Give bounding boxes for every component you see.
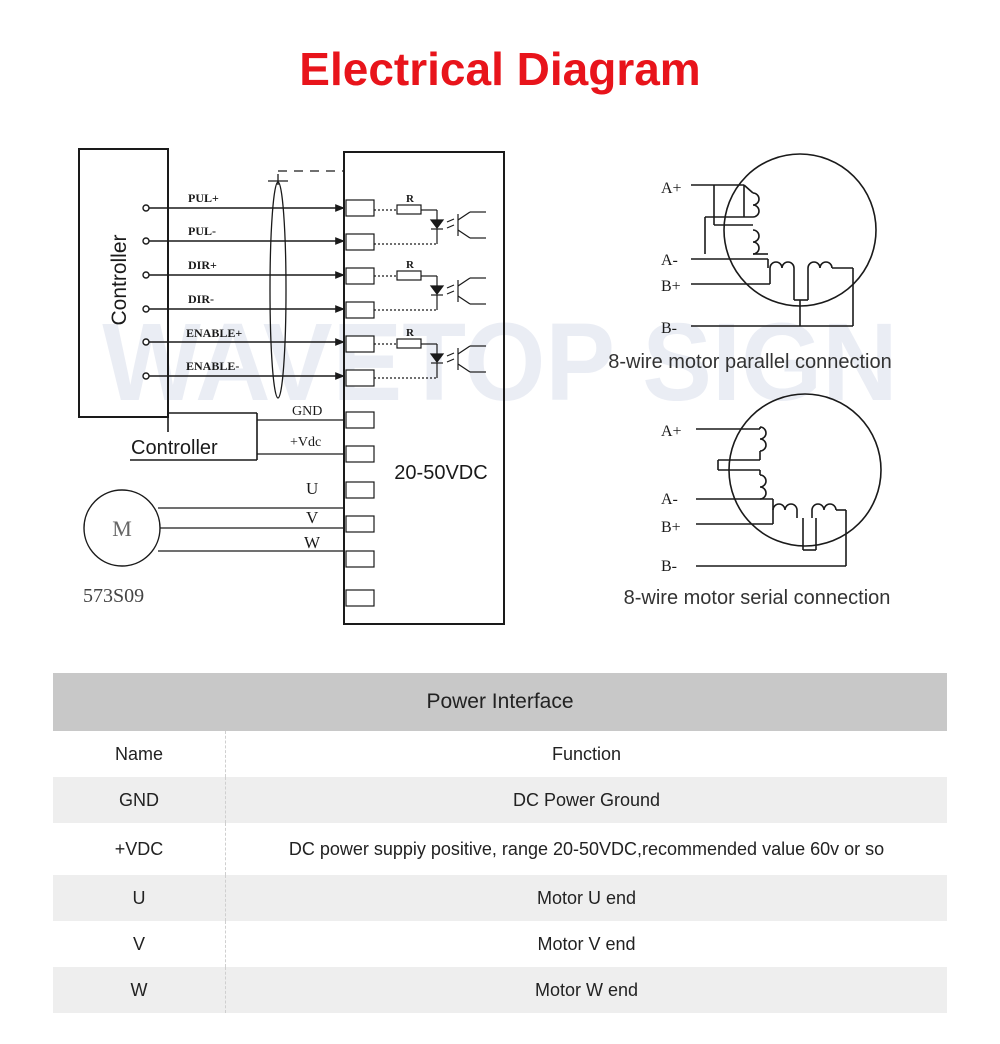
- parallel-caption: 8-wire motor parallel connection: [608, 351, 891, 373]
- row-function: DC Power Ground: [225, 777, 947, 823]
- table-row: +VDC DC power suppiy positive, range 20-…: [53, 823, 947, 875]
- power-interface-table: Power Interface Name Function GND DC Pow…: [53, 673, 947, 1013]
- table-title: Power Interface: [53, 673, 947, 731]
- power-controller-label: Controller: [131, 437, 218, 459]
- serial-connection-diagram: [696, 393, 882, 567]
- serial-caption: 8-wire motor serial connection: [624, 587, 891, 609]
- resistor-label-1: R: [406, 193, 415, 205]
- table-row: V Motor V end: [53, 921, 947, 967]
- table-column-row: Name Function: [53, 731, 947, 777]
- column-name: Name: [53, 731, 226, 777]
- optocouplers: [374, 204, 486, 379]
- serial-terminal-a-plus: A+: [661, 423, 682, 440]
- signal-label-pul-plus: PUL+: [188, 191, 219, 205]
- serial-terminal-b-plus: B+: [661, 519, 681, 536]
- row-name: GND: [53, 777, 226, 823]
- page-title: Electrical Diagram: [299, 43, 701, 95]
- terminal-blocks: [345, 199, 375, 607]
- signal-label-enable-minus: ENABLE-: [186, 359, 239, 373]
- row-function: Motor W end: [225, 967, 947, 1013]
- driver-voltage: 20-50VDC: [394, 462, 487, 484]
- motor-model: 573S09: [83, 585, 144, 607]
- table-header-row: Power Interface: [53, 673, 947, 731]
- serial-terminal-a-minus: A-: [661, 491, 678, 508]
- row-name: U: [53, 875, 226, 921]
- row-function: DC power suppiy positive, range 20-50VDC…: [288, 838, 885, 859]
- motor-letter: M: [112, 516, 132, 541]
- column-function: Function: [551, 743, 622, 764]
- row-name: W: [53, 967, 226, 1013]
- table-row: GND DC Power Ground: [53, 777, 947, 823]
- controller-label: Controller: [108, 234, 131, 325]
- motor-label-w: W: [304, 533, 321, 552]
- driver-box: [343, 151, 505, 625]
- gnd-label: GND: [292, 404, 322, 419]
- vdc-label: +Vdc: [290, 435, 321, 450]
- table-row: W Motor W end: [53, 967, 947, 1013]
- signal-label-enable-plus: ENABLE+: [186, 326, 242, 340]
- controller-box: [78, 148, 169, 418]
- parallel-connection-diagram: [691, 153, 877, 327]
- resistor-label-2: R: [406, 259, 415, 271]
- parallel-terminal-a-plus: A+: [661, 180, 682, 197]
- table-row: U Motor U end: [53, 875, 947, 921]
- resistor-label-3: R: [406, 327, 415, 339]
- parallel-terminal-a-minus: A-: [661, 252, 678, 269]
- motor-label-v: V: [306, 508, 319, 527]
- row-function: Motor U end: [225, 875, 947, 921]
- row-name: V: [53, 921, 226, 967]
- watermark: WAVETOP SIGN: [102, 301, 897, 424]
- motor-label-u: U: [306, 479, 318, 498]
- signal-lines: [142, 204, 345, 380]
- motor-lines: [158, 507, 344, 552]
- row-function: Motor V end: [537, 933, 636, 954]
- parallel-terminal-b-minus: B-: [661, 320, 677, 337]
- signal-label-dir-minus: DIR-: [188, 292, 214, 306]
- row-name: +VDC: [53, 823, 226, 875]
- serial-terminal-b-minus: B-: [661, 558, 677, 575]
- electrical-diagram: WAVETOP SIGN Controller PUL+ PUL- DIR+ D…: [78, 148, 898, 625]
- signal-label-dir-plus: DIR+: [188, 258, 217, 272]
- parallel-terminal-b-plus: B+: [661, 278, 681, 295]
- signal-label-pul-minus: PUL-: [188, 224, 216, 238]
